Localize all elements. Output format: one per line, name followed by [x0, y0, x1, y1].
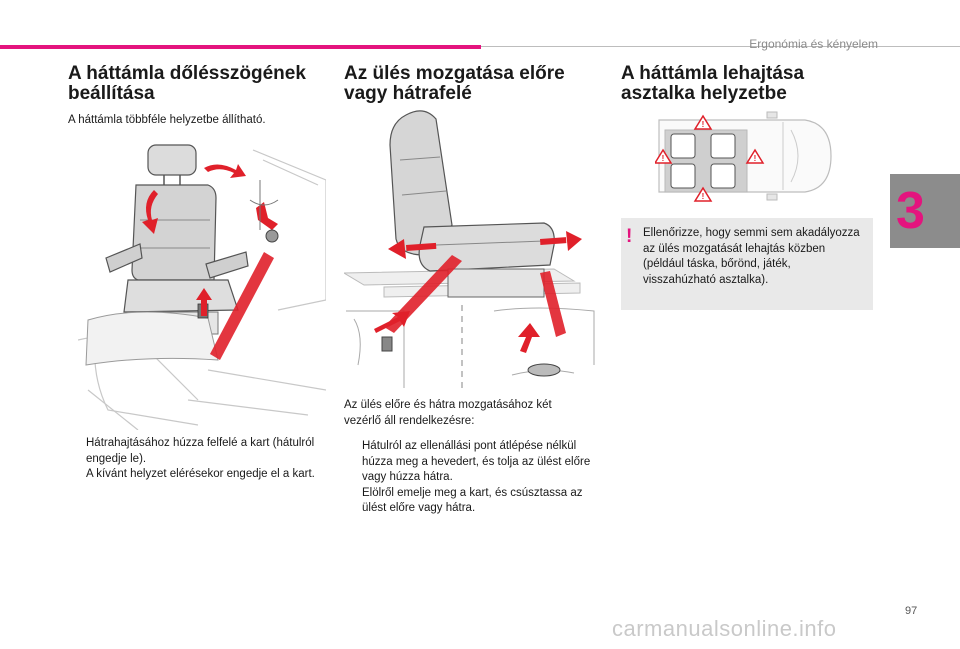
- section-intro-backrest-tilt: A háttámla többféle helyzetbe állítható.: [68, 114, 266, 126]
- bullet-list-seat-slide: Hátulról az ellenállási pont átlépése né…: [344, 439, 604, 517]
- list-item: Hátrahajtásához húzza felfelé a kart (há…: [86, 437, 315, 465]
- warning-text: Ellenőrizze, hogy semmi sem akadályozza …: [643, 227, 860, 286]
- chapter-tab: [890, 174, 960, 248]
- svg-text:!: !: [754, 154, 757, 163]
- section-heading-backrest-fold: A háttámla lehajtása asztalka helyzetbe: [621, 63, 805, 104]
- section-intro-seat-slide: Az ülés előre és hátra mozgatásához két …: [344, 399, 552, 427]
- svg-text:!: !: [702, 120, 705, 129]
- svg-text:!: !: [662, 154, 665, 163]
- seat-backrest-tilt-icon: [77, 140, 327, 431]
- warning-box: [621, 218, 873, 310]
- seat-slide-icon: [342, 105, 600, 388]
- bullet-list-backrest-tilt: Hátrahajtásához húzza felfelé a kart (há…: [68, 436, 318, 483]
- van-seat-layout-icon: ! ! ! !: [653, 110, 835, 202]
- chapter-number: 3: [896, 182, 925, 240]
- header-divider: [481, 46, 960, 47]
- section-heading-backrest-tilt: A háttámla dőlésszögének beállítása: [68, 63, 306, 104]
- page-number: 97: [905, 605, 918, 617]
- chapter-title: Ergonómia és kényelem: [749, 37, 878, 51]
- watermark: carmanualsonline.info: [612, 616, 837, 641]
- svg-text:!: !: [702, 192, 705, 201]
- list-item: A kívánt helyzet elérésekor engedje el a…: [86, 468, 315, 480]
- exclamation-icon: !: [626, 226, 633, 247]
- section-heading-seat-slide: Az ülés mozgatása előre vagy hátrafelé: [344, 63, 565, 104]
- list-item: Elölről emelje meg a kart, és csúsztassa…: [362, 486, 583, 515]
- header-accent-bar: [0, 45, 481, 49]
- list-item: Hátulról az ellenállási pont átlépése né…: [362, 440, 591, 483]
